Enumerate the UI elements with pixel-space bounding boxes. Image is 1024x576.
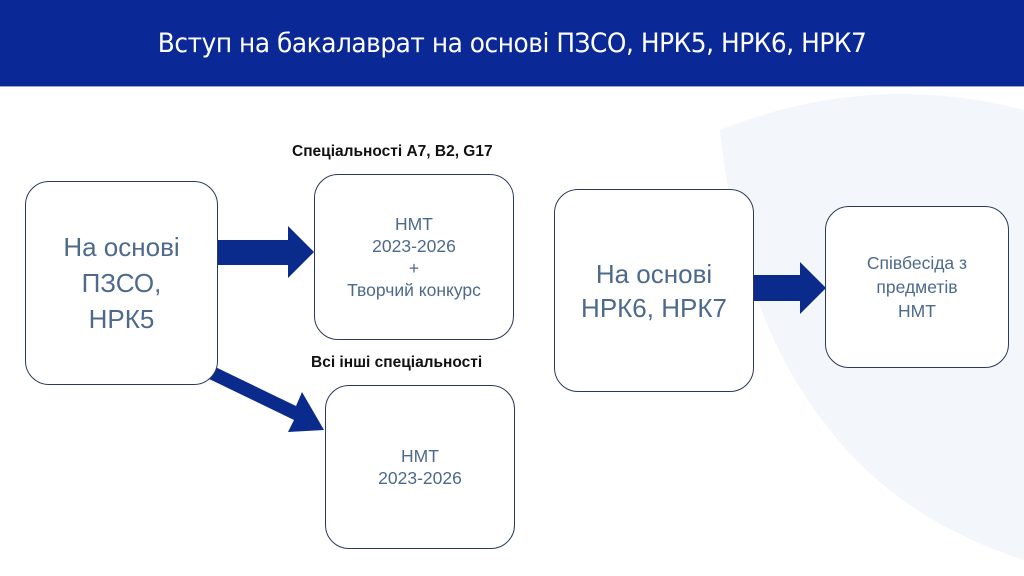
box-text: предметів bbox=[876, 277, 958, 297]
box-text: НМТ bbox=[898, 301, 936, 321]
box-text: Співбесіда з bbox=[866, 253, 968, 273]
box-text: НРК5 bbox=[88, 304, 155, 334]
box-text: Творчий конкурс bbox=[347, 280, 481, 300]
slide-header: Вступ на бакалаврат на основі ПЗСО, НРК5… bbox=[0, 0, 1024, 86]
box-text: 2023-2026 bbox=[372, 236, 456, 256]
box-text: НРК6, НРК7 bbox=[581, 292, 727, 323]
box-text: На основі bbox=[595, 258, 713, 289]
arrow-to-creative bbox=[218, 226, 314, 278]
box-text: 2023-2026 bbox=[378, 468, 462, 488]
arrow-to-interview bbox=[754, 262, 826, 314]
box-text: На основі bbox=[63, 232, 180, 262]
box-text: + bbox=[408, 258, 420, 278]
box-text: ПЗСО, bbox=[81, 268, 162, 298]
label-specialties: Спеціальності А7, В2, G17 bbox=[292, 143, 493, 160]
box-text: НМТ bbox=[401, 446, 439, 466]
label-other-specialties: Всі інші спеціальності bbox=[311, 354, 483, 371]
arrow-to-nmt bbox=[203, 362, 324, 432]
slide-title: Вступ на бакалаврат на основі ПЗСО, НРК5… bbox=[157, 27, 867, 59]
box-text: НМТ bbox=[395, 214, 433, 234]
header-divider bbox=[0, 86, 1024, 87]
